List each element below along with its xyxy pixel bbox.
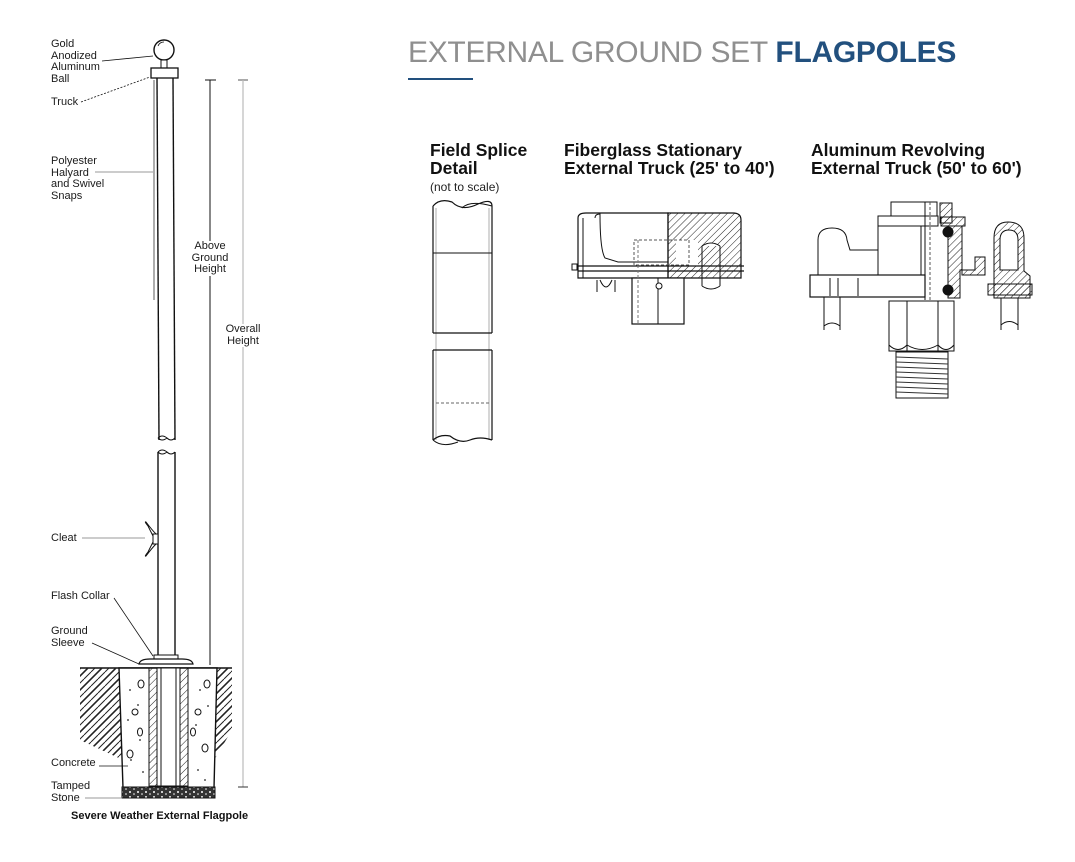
title-bold: FLAGPOLES (775, 36, 957, 69)
title-underline (408, 78, 473, 80)
label-truck: Truck (51, 96, 79, 108)
label-ball: Gold Anodized Aluminum Ball (51, 38, 100, 85)
label-flash-collar: Flash Collar (51, 590, 110, 602)
label-concrete: Concrete (51, 757, 96, 769)
label-halyard: Polyester Halyard and Swivel Snaps (51, 155, 105, 202)
flagpole-caption: Severe Weather External Flagpole (71, 810, 249, 822)
dimension-overall: Overall Height (221, 323, 265, 347)
detail-title-aluminum-truck: Aluminum Revolving External Truck (50' t… (811, 140, 1022, 178)
detail-title-field-splice: Field Splice Detail (430, 140, 528, 178)
detail-title-fiberglass-truck: Fiberglass Stationary External Truck (25… (564, 140, 775, 178)
label-ground-sleeve: Ground Sleeve (51, 625, 88, 649)
label-tamped-stone: Tamped Stone (51, 780, 91, 804)
title-light: EXTERNAL GROUND SET (408, 36, 768, 69)
page-title: EXTERNAL GROUND SET FLAGPOLES (408, 36, 956, 70)
detail-subtitle-field-splice: (not to scale) (430, 180, 500, 194)
label-cleat: Cleat (51, 532, 77, 544)
dimension-above-ground: Above Ground Height (188, 240, 232, 276)
